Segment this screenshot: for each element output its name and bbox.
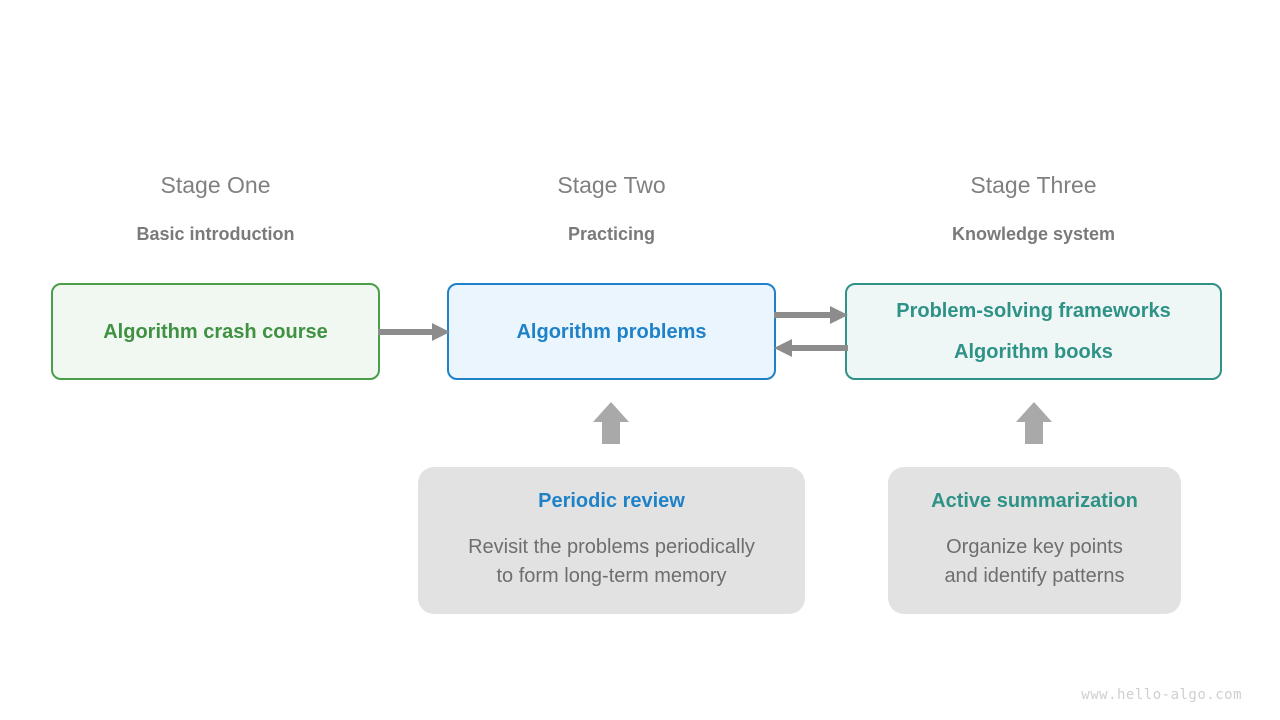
arrow-frameworks-to-problems-icon bbox=[774, 336, 848, 360]
arrow-periodic-review-up-icon bbox=[591, 400, 631, 446]
node-algorithm-crash-course[interactable]: Algorithm crash course bbox=[51, 283, 380, 380]
node-algorithm-problems[interactable]: Algorithm problems bbox=[447, 283, 776, 380]
watermark-url: www.hello-algo.com bbox=[1081, 687, 1242, 703]
node-knowledge-system-line-2: Algorithm books bbox=[954, 341, 1113, 363]
node-knowledge-system[interactable]: Problem-solving frameworks Algorithm boo… bbox=[845, 283, 1222, 380]
arrow-active-summarization-up-icon bbox=[1014, 400, 1054, 446]
stage-two-subtitle: Practicing bbox=[567, 224, 656, 244]
note-periodic-review-body: Revisit the problems periodically to for… bbox=[468, 536, 755, 587]
note-periodic-review[interactable]: Periodic review Revisit the problems per… bbox=[418, 467, 805, 614]
node-algorithm-crash-course-line-1: Algorithm crash course bbox=[103, 320, 328, 343]
note-active-summarization[interactable]: Active summarization Organize key points… bbox=[888, 467, 1181, 614]
arrow-crash-course-to-problems-icon bbox=[378, 320, 450, 344]
stage-three-title: Stage Three bbox=[970, 172, 1097, 198]
node-algorithm-problems-line-1: Algorithm problems bbox=[516, 320, 707, 343]
stage-three-subtitle: Knowledge system bbox=[951, 224, 1116, 244]
note-active-summarization-body: Organize key points and identify pattern… bbox=[944, 536, 1125, 587]
stage-one-subtitle: Basic introduction bbox=[136, 224, 295, 244]
note-periodic-review-title: Periodic review bbox=[538, 490, 685, 513]
stage-header-three: Stage Three Knowledge system bbox=[845, 172, 1222, 244]
node-knowledge-system-line-1: Problem-solving frameworks bbox=[896, 300, 1171, 322]
stage-two-title: Stage Two bbox=[557, 172, 666, 198]
stage-header-one: Stage One Basic introduction bbox=[51, 172, 380, 244]
stage-one-title: Stage One bbox=[160, 172, 271, 198]
note-active-summarization-title: Active summarization bbox=[931, 490, 1138, 513]
arrow-problems-to-frameworks-icon bbox=[774, 303, 848, 327]
stage-header-two: Stage Two Practicing bbox=[447, 172, 776, 244]
